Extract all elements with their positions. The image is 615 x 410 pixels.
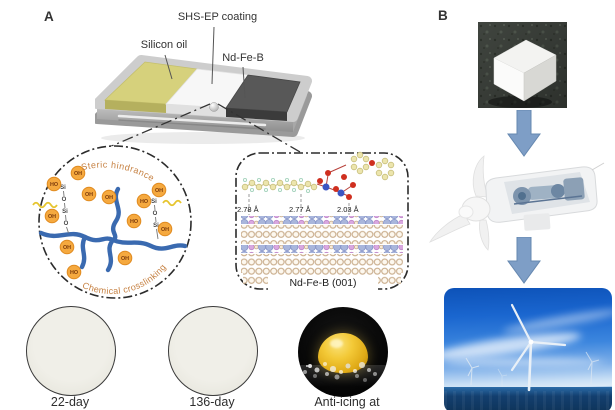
nacelle-machinery <box>513 177 585 205</box>
frost-band <box>300 365 386 387</box>
sample-label-2: 136-day <box>189 395 235 409</box>
svg-text:2.77 Å: 2.77 Å <box>289 205 311 214</box>
svg-text:OH: OH <box>105 195 113 201</box>
cloud-streak <box>444 358 604 366</box>
nacelle-antenna <box>591 162 605 171</box>
panel-b-label: B <box>438 8 448 23</box>
ndfeb-lattice <box>241 216 403 285</box>
coating-label: SHS-EP coating <box>177 11 258 23</box>
ice-specks <box>306 365 308 367</box>
sea <box>444 387 612 410</box>
svg-text:OH: OH <box>48 214 56 220</box>
svg-text:Si: Si <box>62 209 68 215</box>
svg-text:Si: Si <box>151 199 157 205</box>
svg-text:Si: Si <box>60 185 66 191</box>
offshore-wind-farm-photo <box>444 288 612 410</box>
nacelle-cutaway-illustration <box>429 155 605 251</box>
magnet-label: Nd-Fe-B <box>222 52 264 64</box>
cube-shadow <box>488 96 552 108</box>
svg-text:OH: OH <box>74 171 82 177</box>
anti-icing-photo <box>298 307 388 397</box>
svg-text:HO: HO <box>140 199 148 205</box>
sample-label-1: 22-day <box>50 395 90 409</box>
svg-text:Si: Si <box>153 223 159 229</box>
svg-text:HO: HO <box>70 270 78 276</box>
sea-ripples <box>444 391 612 410</box>
sample-photo-22day <box>26 306 116 396</box>
sample-photo-136day <box>168 306 258 396</box>
bond-distance-lines <box>248 194 350 215</box>
wind-turbines <box>465 303 600 392</box>
siloxane-chain-labels: Si O Si O Si O Si <box>60 185 159 229</box>
svg-text:HO: HO <box>130 219 138 225</box>
nacelle-hub <box>458 196 491 222</box>
nacelle-pedestal <box>523 213 551 231</box>
bond-distance-labels: 2.78 Å 2.77 Å 2.03 Å <box>237 205 359 214</box>
oil-squiggles <box>32 199 182 209</box>
dft-illustration: 2.78 Å 2.77 Å 2.03 Å <box>235 151 409 290</box>
surface-label: Nd-Fe-B (001) <box>268 276 378 291</box>
down-arrow-icon <box>507 110 541 157</box>
oil-droplet <box>318 333 368 373</box>
svg-text:OH: OH <box>85 192 93 198</box>
epoxy-rings <box>350 151 395 181</box>
magnet-schematic-illustration <box>95 55 312 144</box>
svg-text:O: O <box>64 221 69 227</box>
svg-text:HO: HO <box>50 182 58 188</box>
svg-text:2.03 Å: 2.03 Å <box>337 205 359 214</box>
panel-a-label: A <box>44 9 54 24</box>
svg-text:OH: OH <box>155 188 163 194</box>
adsorbed-molecule <box>241 151 395 200</box>
svg-text:OH: OH <box>121 256 129 262</box>
coated-magnet-photo <box>478 22 567 108</box>
svg-text:OH: OH <box>63 245 71 251</box>
svg-text:O: O <box>153 211 158 217</box>
nacelle-blades <box>429 155 490 251</box>
sample-label-3: Anti-icing at <box>314 395 380 409</box>
svg-text:OH: OH <box>161 227 169 233</box>
droplet-highlight <box>330 339 343 348</box>
hydroxyl-bubbles: OH HO OH OH OH HO HO OH OH OH HO OH <box>44 165 173 280</box>
svg-text:O: O <box>62 197 67 203</box>
siloxane-bonds <box>63 190 159 240</box>
dft-magnified-view: 2.78 Å 2.77 Å 2.03 Å Nd-Fe-B (001) <box>233 147 413 295</box>
down-arrow-icon <box>507 237 541 284</box>
mechanism-magnified-view: Si O Si O Si O Si OH HO OH OH OH HO HO O… <box>32 145 192 299</box>
oil-label: Silicon oil <box>140 39 188 51</box>
zoom-origin-marker <box>209 102 219 112</box>
svg-text:2.78 Å: 2.78 Å <box>237 205 259 214</box>
white-cube <box>493 39 557 102</box>
